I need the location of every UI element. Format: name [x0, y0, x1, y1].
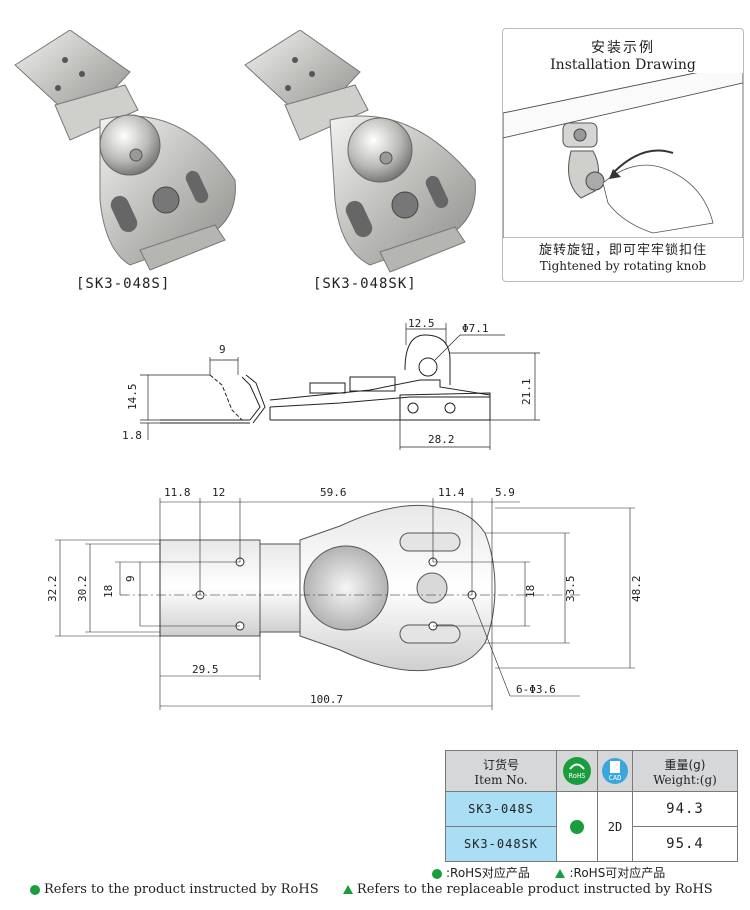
- installation-note-en: Tightened by rotating knob: [539, 259, 707, 273]
- legend-triangle-icon: [555, 869, 566, 878]
- top-view-drawing: 11.8 12 59.6 11.4 5.9 32.2 30.2 9 18 18 …: [46, 486, 643, 710]
- rohs-legend: Refers to the product instructed by RoHS…: [30, 882, 713, 897]
- dim-top-59-6: 59.6: [320, 486, 347, 499]
- installation-title-en: Installation Drawing: [550, 57, 696, 73]
- legend-tri-text: Refers to the replaceable product instru…: [356, 882, 713, 897]
- legend-dot-icon: [30, 884, 40, 895]
- legend-dot-icon: [432, 868, 442, 879]
- rohs-badge-text: RoHS: [569, 772, 586, 780]
- dim-side-9: 9: [219, 343, 226, 356]
- product-photo-sk3-048s: [14, 30, 236, 271]
- dim-top-32-2: 32.2: [46, 576, 59, 603]
- photo-2-caption: [SK3-048SK]: [313, 276, 417, 292]
- dim-top-11-4: 11.4: [438, 486, 465, 499]
- product-photo-sk3-048sk: [244, 30, 476, 273]
- installation-illustration: [503, 73, 743, 238]
- dim-top-33-5: 33.5: [564, 576, 577, 603]
- installation-title-cn: 安装示例: [591, 40, 655, 56]
- table-row: SK3-048SK 95.4: [445, 826, 738, 862]
- photo-1-caption: [SK3-048S]: [76, 276, 171, 292]
- dim-side-14-5: 14.5: [126, 384, 139, 411]
- dim-top-29-5: 29.5: [192, 663, 219, 676]
- dim-top-5-9: 5.9: [495, 486, 515, 499]
- header-weight-cn: 重量(g): [664, 757, 706, 772]
- dim-top-holes: 6-Φ3.6: [516, 683, 556, 696]
- note-tri-cn: :RoHS可对应产品: [569, 866, 666, 880]
- note-dot-cn: :RoHS对应产品: [446, 866, 530, 880]
- dim-top-11-8: 11.8: [164, 486, 191, 499]
- dim-top-12: 12: [212, 486, 225, 499]
- dim-top-48-2: 48.2: [630, 576, 643, 603]
- table-note: :RoHS对应产品 :RoHS可对应产品: [432, 864, 665, 881]
- header-item-cn: 订货号: [482, 757, 519, 772]
- header-weight-en: Weight:(g): [653, 772, 717, 787]
- spec-table-header: 订货号 Item No. RoHS CAD 重量(g) Weight:(g): [445, 750, 738, 792]
- dim-side-21-1: 21.1: [520, 379, 533, 406]
- rohs-icon: RoHS: [563, 757, 591, 785]
- dim-side-12-5: 12.5: [408, 317, 435, 330]
- dim-top-18-right: 18: [524, 585, 537, 598]
- row-1-weight: 94.3: [632, 791, 738, 827]
- side-view-drawing: 9 14.5 1.8 12.5 Φ7.1 21.1 28.2: [122, 317, 540, 450]
- cad-badge-text: CAD: [609, 774, 622, 782]
- row-1-item: SK3-048S: [445, 791, 557, 827]
- cad-cell: 2D: [597, 791, 633, 862]
- dim-top-30-2: 30.2: [76, 576, 89, 603]
- row-2-item: SK3-048SK: [445, 826, 557, 862]
- dim-top-100-7: 100.7: [310, 693, 343, 706]
- dim-top-18-left: 18: [102, 585, 115, 598]
- dim-top-9: 9: [124, 575, 137, 582]
- row-2-weight: 95.4: [632, 826, 738, 862]
- rohs-dot: [570, 819, 584, 834]
- header-item-en: Item No.: [474, 772, 528, 787]
- dim-side-phi-7-1: Φ7.1: [462, 322, 489, 335]
- dim-side-1-8: 1.8: [122, 429, 142, 442]
- spec-table: 订货号 Item No. RoHS CAD 重量(g) Weight:(g) S…: [445, 750, 738, 862]
- rohs-cell: [556, 791, 598, 862]
- table-row: SK3-048S 2D 94.3: [445, 791, 738, 862]
- dim-side-28-2: 28.2: [428, 433, 455, 446]
- installation-note-cn: 旋转旋钮，即可牢牢锁扣住: [538, 243, 707, 258]
- cad-icon: CAD: [602, 758, 628, 784]
- legend-triangle-icon: [342, 885, 353, 894]
- legend-dot-text: Refers to the product instructed by RoHS: [44, 882, 319, 897]
- installation-drawing-panel: 安装示例 Installation Drawing 旋转旋钮，即可牢牢锁扣住 T…: [502, 28, 744, 282]
